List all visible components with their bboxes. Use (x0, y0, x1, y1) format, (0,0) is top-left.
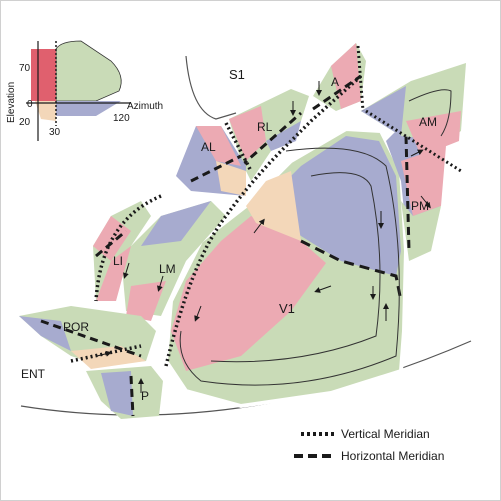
inset-y-tick-20: 20 (19, 117, 31, 128)
area-por (19, 306, 156, 369)
inset-x-tick-120: 120 (113, 113, 130, 124)
area-rl (229, 89, 309, 181)
inset-x-tick-30: 30 (49, 127, 61, 138)
label-p: P (141, 389, 149, 403)
label-v1: V1 (279, 301, 295, 316)
label-ent: ENT (21, 367, 46, 381)
inset-y-tick-70: 70 (19, 63, 31, 74)
label-li: LI (113, 254, 123, 268)
legend-vertical-label: Vertical Meridian (341, 427, 430, 441)
inset-y-axis-label: Elevation (6, 82, 17, 123)
s1-boundary-curve (185, 55, 237, 120)
label-a: A (331, 75, 339, 89)
area-al (176, 126, 246, 196)
label-s1: S1 (229, 67, 245, 82)
area-p (86, 366, 163, 419)
area-lm (121, 201, 226, 321)
label-lm: LM (159, 262, 176, 276)
area-am (361, 63, 466, 173)
label-am: AM (419, 115, 437, 129)
inset-x-axis-label: Azimuth (127, 101, 163, 112)
area-a (312, 43, 366, 112)
gradient-arrows (96, 81, 431, 393)
label-por: POR (63, 320, 89, 334)
area-v1 (163, 126, 409, 409)
label-rl: RL (257, 120, 273, 134)
label-al: AL (201, 140, 216, 154)
inset-y-tick-0: 0 (27, 99, 33, 110)
legend-horizontal-label: Horizontal Meridian (341, 449, 444, 463)
label-pm: PM (411, 199, 429, 213)
inset-visual-field (26, 40, 131, 141)
legend: Vertical Meridian Horizontal Meridian (294, 427, 444, 463)
